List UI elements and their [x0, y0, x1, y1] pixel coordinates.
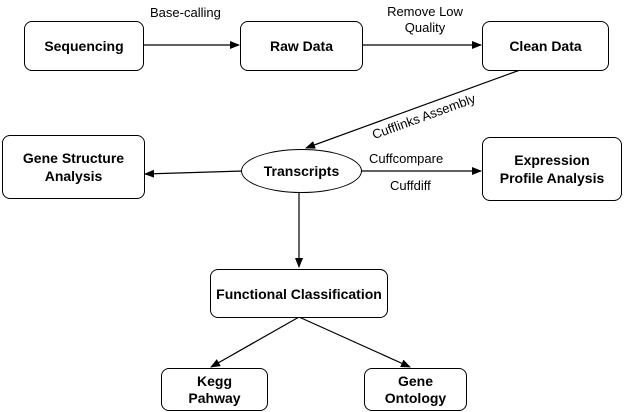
- node-expression-profile-analysis: Expression Profile Analysis: [482, 137, 622, 201]
- arrow-cleandata-to-transcripts: [305, 69, 521, 149]
- edge-label-cuffdiff: Cuffdiff: [390, 178, 431, 193]
- node-sequencing: Sequencing: [24, 21, 144, 71]
- edge-label-base-calling: Base-calling: [150, 5, 221, 20]
- node-label-line-1: Gene Structure: [22, 150, 125, 166]
- node-gene-ontology: Gene Ontology: [364, 368, 467, 411]
- node-label: Transcripts: [263, 163, 340, 179]
- node-label-line-2: Pahway: [188, 389, 241, 406]
- node-functional-classification: Functional Classification: [210, 269, 388, 318]
- arrow-transcripts-to-genestructure: [144, 169, 244, 178]
- node-label-line-1: Kegg: [197, 372, 232, 389]
- arrow-functional-to-ontology: [298, 316, 411, 368]
- node-label-line-1: Gene: [397, 372, 433, 389]
- node-label-line-2: Ontology: [384, 389, 447, 406]
- node-label-line-2: Analysis: [44, 168, 103, 184]
- node-gene-structure-analysis: Gene Structure Analysis: [2, 135, 145, 199]
- node-kegg-pathway: Kegg Pahway: [161, 368, 268, 411]
- node-label: Functional Classification: [216, 285, 382, 302]
- arrow-functional-to-kegg: [210, 316, 300, 368]
- node-label: Clean Data: [509, 38, 582, 54]
- edge-label-remove-low-quality: Remove Low Quality: [370, 4, 480, 36]
- node-label: Sequencing: [44, 38, 124, 54]
- node-clean-data: Clean Data: [482, 21, 609, 71]
- edge-label-cuffcompare: Cuffcompare: [369, 151, 444, 166]
- node-label: Raw Data: [269, 38, 334, 54]
- edge-label-line-1: Remove Low: [387, 4, 463, 19]
- node-transcripts: Transcripts: [241, 149, 362, 193]
- node-label-line-1: Expression: [514, 152, 590, 168]
- node-label-line-2: Profile Analysis: [499, 170, 605, 186]
- edge-label-line-2: Quality: [404, 20, 446, 35]
- node-raw-data: Raw Data: [240, 21, 363, 71]
